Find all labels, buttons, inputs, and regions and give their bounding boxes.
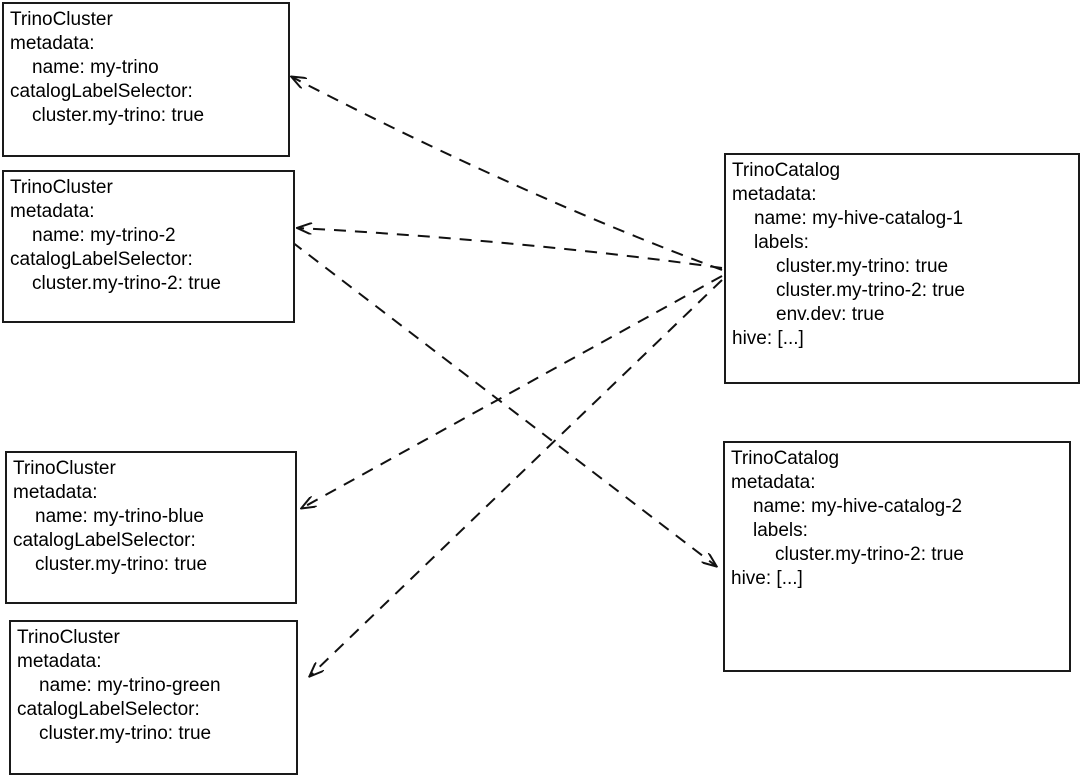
- node-trinocatalog-my-hive-catalog-1[interactable]: TrinoCatalog metadata: name: my-hive-cat…: [724, 153, 1080, 384]
- node-line: cluster.my-trino-2: true: [32, 273, 221, 294]
- node-line: metadata:: [731, 472, 816, 493]
- node-line: TrinoCluster: [10, 177, 113, 198]
- node-line: TrinoCluster: [13, 458, 116, 479]
- edge-catalog1-to-my-trino-blue: [302, 275, 723, 508]
- node-line: catalogLabelSelector:: [17, 699, 200, 720]
- node-trinocluster-my-trino-2[interactable]: TrinoCluster metadata: name: my-trino-2 …: [2, 170, 295, 323]
- node-line: TrinoCatalog: [732, 160, 841, 181]
- node-line: cluster.my-trino: true: [776, 256, 949, 277]
- node-line: hive: [...]: [732, 328, 804, 349]
- edge-catalog1-to-my-trino: [292, 77, 723, 271]
- node-trinocluster-my-trino-green[interactable]: TrinoCluster metadata: name: my-trino-gr…: [9, 620, 298, 775]
- node-line: cluster.my-trino-2: true: [776, 280, 965, 301]
- edge-catalog1-to-my-trino-green: [310, 279, 723, 676]
- node-trinocluster-my-trino-blue[interactable]: TrinoCluster metadata: name: my-trino-bl…: [5, 451, 297, 604]
- node-line: name: my-trino-green: [39, 675, 221, 696]
- node-trinocluster-my-trino[interactable]: TrinoCluster metadata: name: my-trino ca…: [2, 2, 290, 157]
- node-line: name: my-trino: [32, 57, 159, 78]
- node-line: TrinoCluster: [10, 9, 113, 30]
- node-line: cluster.my-trino: true: [39, 723, 212, 744]
- node-line: metadata:: [17, 651, 102, 672]
- node-line: cluster.my-trino: true: [32, 105, 205, 126]
- node-trinocatalog-my-hive-catalog-2[interactable]: TrinoCatalog metadata: name: my-hive-cat…: [723, 441, 1071, 672]
- edge-my-trino-2-to-catalog2: [291, 241, 716, 566]
- edge-catalog1-to-my-trino-2: [298, 228, 723, 269]
- node-line: catalogLabelSelector:: [10, 249, 193, 270]
- node-line: name: my-trino-2: [32, 225, 176, 246]
- node-line: catalogLabelSelector:: [10, 81, 193, 102]
- node-line: catalogLabelSelector:: [13, 530, 196, 551]
- node-line: cluster.my-trino-2: true: [775, 544, 964, 565]
- node-line: labels:: [753, 520, 808, 541]
- node-line: metadata:: [732, 184, 817, 205]
- node-line: name: my-trino-blue: [35, 506, 204, 527]
- node-line: TrinoCatalog: [731, 448, 840, 469]
- node-line: metadata:: [10, 201, 95, 222]
- node-line: name: my-hive-catalog-1: [754, 208, 964, 229]
- node-line: name: my-hive-catalog-2: [753, 496, 963, 517]
- node-line: TrinoCluster: [17, 627, 120, 648]
- node-line: metadata:: [13, 482, 98, 503]
- node-line: env.dev: true: [776, 304, 885, 325]
- node-line: labels:: [754, 232, 809, 253]
- node-line: cluster.my-trino: true: [35, 554, 208, 575]
- node-line: hive: [...]: [731, 568, 803, 589]
- node-line: metadata:: [10, 33, 95, 54]
